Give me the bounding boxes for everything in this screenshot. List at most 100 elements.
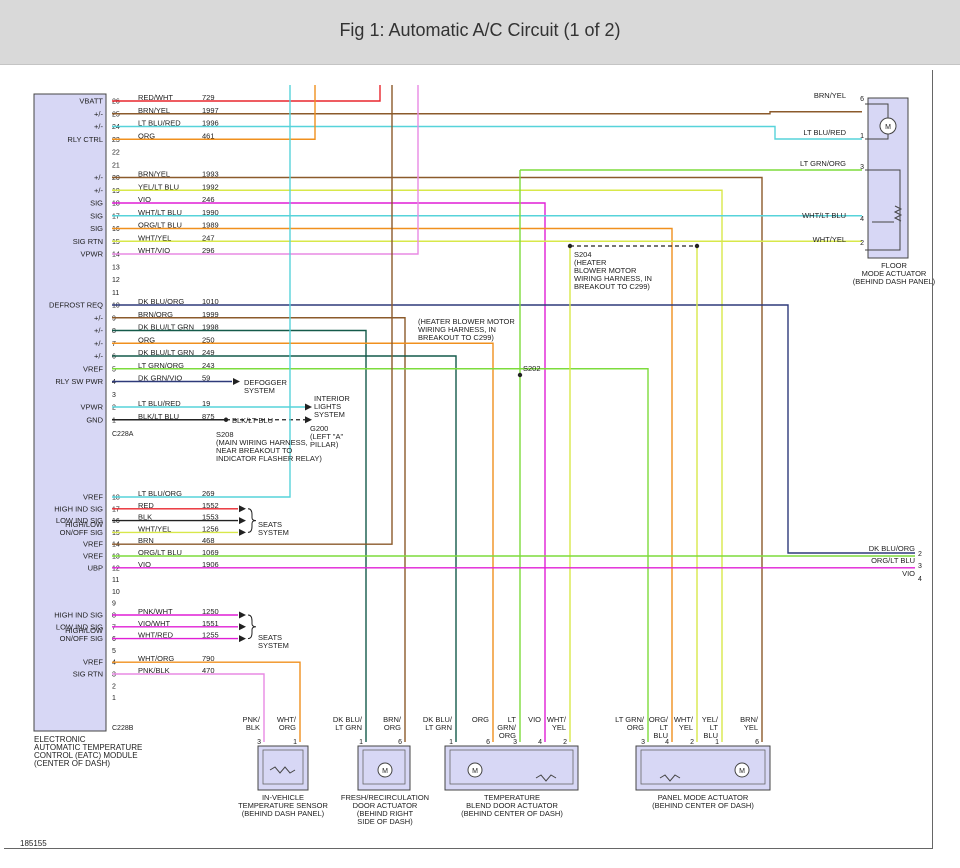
device-motor-icon-1 bbox=[467, 762, 483, 778]
g200-label-0: G200 bbox=[310, 424, 328, 433]
c228a-circuit-5: 243 bbox=[202, 361, 215, 370]
c228b-pin-16: 16 bbox=[112, 518, 120, 525]
device-name-1-3: SIDE OF DASH) bbox=[357, 817, 413, 826]
device-3-wire-3-1: ORG bbox=[627, 723, 644, 732]
seats-label-2-1: SYSTEM bbox=[258, 641, 289, 650]
c228a-wire-16: ORG/LT BLU bbox=[138, 221, 182, 230]
device-2-wire-3-2: ORG bbox=[499, 731, 516, 740]
panel-pot bbox=[659, 774, 681, 782]
c228a-func-9-0: +/- bbox=[94, 313, 103, 322]
c228b-circuit-14: 468 bbox=[202, 536, 215, 545]
c228a-func-15-0: SIG RTN bbox=[73, 237, 103, 246]
device-inner-0 bbox=[262, 749, 304, 785]
exit-wire-4: VIO bbox=[902, 569, 915, 578]
seats-arrow-6 bbox=[239, 635, 246, 643]
c228a-func-17-0: SIG bbox=[90, 211, 103, 220]
c228b-pin-8: 8 bbox=[112, 613, 116, 620]
seats-label-1-0: SEATS bbox=[258, 520, 282, 529]
device-name-1-0: FRESH/RECIRCULATION bbox=[341, 793, 429, 802]
device-3-wire-4-2: BLU bbox=[653, 731, 668, 740]
eatc-module-caption-2: CONTROL (EATC) MODULE bbox=[34, 751, 138, 760]
wire-1989 bbox=[112, 227, 673, 742]
device-3-wire-1-2: BLU bbox=[703, 731, 718, 740]
c228b-pin-10: 10 bbox=[112, 589, 120, 596]
c228b-circuit-3: 470 bbox=[202, 666, 215, 675]
c228b-circuit-7: 1551 bbox=[202, 619, 219, 628]
device-body-2 bbox=[444, 745, 579, 791]
device-3-wire-4-1: LT bbox=[660, 723, 669, 732]
c228b-func-18-0: VREF bbox=[83, 493, 103, 502]
c228b-wire-13: ORG/LT BLU bbox=[138, 548, 182, 557]
c228b-pin-3: 3 bbox=[112, 672, 116, 679]
interior-lights-label-2: SYSTEM bbox=[314, 410, 345, 419]
device-inner-3 bbox=[640, 749, 766, 785]
c228b-wire-16: BLK bbox=[138, 513, 152, 522]
c228a-circuit-14: 296 bbox=[202, 246, 215, 255]
device-2-wire-3-1: GRN/ bbox=[497, 723, 517, 732]
c228b-wire-14: BRN bbox=[138, 536, 154, 545]
s202-splice bbox=[517, 372, 523, 378]
device-2-wire-1-0: DK BLU/ bbox=[423, 715, 453, 724]
device-2-pin-4: 4 bbox=[538, 739, 542, 746]
c228b-func-6-1: ON/OFF SIG bbox=[60, 634, 104, 643]
c228a-circuit-24: 1996 bbox=[202, 119, 219, 128]
eatc-module-caption-0: ELECTRONIC bbox=[34, 735, 86, 744]
s204-dot bbox=[567, 243, 573, 249]
c228a-circuit-2: 19 bbox=[202, 399, 210, 408]
c228b-func-7-0: LOW IND SIG bbox=[56, 622, 103, 631]
c228a-wire-1: BLK/LT BLU bbox=[138, 412, 179, 421]
c228a-wire-9: BRN/ORG bbox=[138, 310, 173, 319]
c228a-func-16-0: SIG bbox=[90, 224, 103, 233]
c228a-func-23-0: RLY CTRL bbox=[67, 135, 103, 144]
floor-wire-3: LT GRN/ORG bbox=[800, 159, 846, 168]
device-2-wire-6-0: ORG bbox=[472, 715, 489, 724]
device-body-3 bbox=[635, 745, 771, 791]
s202-note-1: WIRING HARNESS, IN bbox=[418, 325, 496, 334]
device-3-wire-3-0: LT GRN/ bbox=[615, 715, 645, 724]
c228a-func-25-0: +/- bbox=[94, 109, 103, 118]
s204-label-2: BLOWER MOTOR bbox=[574, 266, 637, 275]
c228a-func-5-0: VREF bbox=[83, 364, 103, 373]
c228a-pin-9: 9 bbox=[112, 315, 116, 322]
floor-pin-6: 6 bbox=[860, 96, 864, 103]
floor-wire-1: LT BLU/RED bbox=[803, 128, 846, 137]
c228a-circuit-8: 1998 bbox=[202, 323, 219, 332]
floor-pin-3: 3 bbox=[860, 164, 864, 171]
interior-lights-label-1: LIGHTS bbox=[314, 402, 341, 411]
c228b-circuit-6: 1255 bbox=[202, 631, 219, 640]
floor-sensor-leads bbox=[865, 169, 903, 251]
s202-label: S202 bbox=[523, 364, 541, 373]
device-name-1-1: DOOR ACTUATOR bbox=[353, 801, 418, 810]
c228a-func-26-0: VBATT bbox=[79, 97, 103, 106]
c228b-func-6-0: HIGH/LOW bbox=[65, 626, 104, 635]
c228a-func-8-0: +/- bbox=[94, 326, 103, 335]
wire-1998 bbox=[112, 329, 367, 742]
c228a-pin-2: 2 bbox=[112, 405, 116, 412]
device-2-pin-3: 3 bbox=[513, 739, 517, 746]
c228a-wire-24: LT BLU/RED bbox=[138, 119, 181, 128]
c228a-func-18-0: SIG bbox=[90, 199, 103, 208]
seats-arrow-1 bbox=[239, 505, 246, 513]
s204-label-4: BREAKOUT TO C299) bbox=[574, 282, 650, 291]
device-name-2-1: BLEND DOOR ACTUATOR bbox=[466, 801, 558, 810]
c228a-circuit-7: 250 bbox=[202, 335, 215, 344]
c228a-pin-15: 15 bbox=[112, 239, 120, 246]
diagram-frame bbox=[4, 70, 933, 849]
g200-arrow bbox=[305, 416, 312, 424]
c228a-circuit-4: 59 bbox=[202, 374, 210, 383]
device-name-3-0: PANEL MODE ACTUATOR bbox=[658, 793, 749, 802]
device-2-wire-2-1: YEL bbox=[552, 723, 566, 732]
c228b-wire-15: WHT/YEL bbox=[138, 524, 171, 533]
device-motor-icon-2 bbox=[734, 762, 750, 778]
floor-actuator-name-0: FLOOR bbox=[881, 261, 907, 270]
c228b-func-12-0: UBP bbox=[88, 563, 103, 572]
eatc-module-body bbox=[33, 93, 107, 732]
device-motor-icon-0 bbox=[377, 762, 393, 778]
c228a-pin-3: 3 bbox=[112, 392, 116, 399]
c228a-circuit-9: 1999 bbox=[202, 310, 219, 319]
c228b-pin-11: 11 bbox=[112, 577, 119, 584]
device-3-wire-1-0: YEL/ bbox=[702, 715, 719, 724]
device-3-pin-1: 1 bbox=[715, 739, 719, 746]
floor-pin-4: 4 bbox=[860, 216, 864, 223]
